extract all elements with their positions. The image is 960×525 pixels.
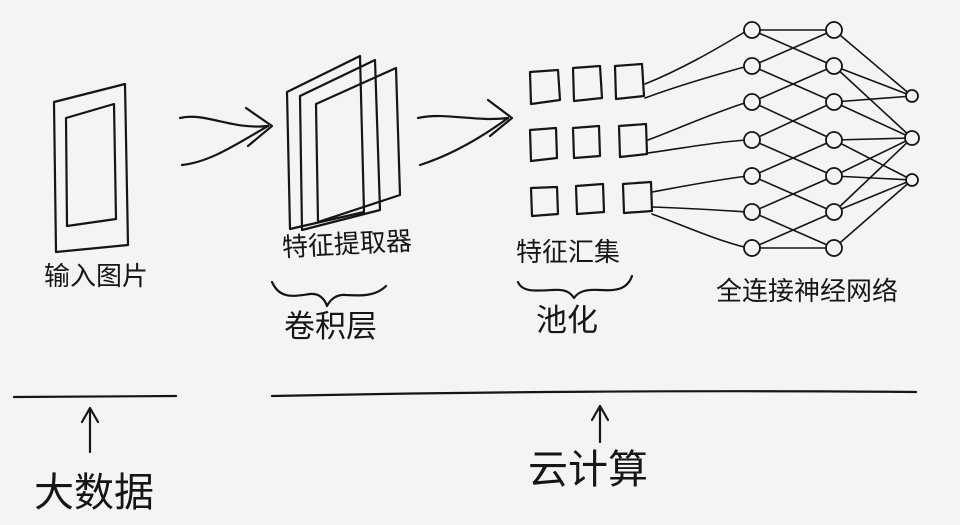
feature-pooling-label: 特征汇集: [516, 238, 621, 268]
conv-layer-brace: [270, 280, 388, 308]
big-data-baseline: [12, 394, 178, 399]
arrow-to-pooling: [416, 98, 514, 167]
pooling-brace: [516, 274, 634, 300]
fully-connected-label: 全连接神经网络: [716, 277, 899, 307]
input-image-frame: [52, 82, 130, 254]
fully-connected-network: [743, 21, 920, 257]
pooling-grid: [528, 62, 654, 218]
input-image-label: 输入图片: [44, 262, 149, 292]
pooling-label: 池化: [536, 303, 598, 339]
feature-extractor-label: 特征提取器: [281, 226, 413, 264]
cloud-computing-baseline: [270, 390, 918, 398]
big-data-label: 大数据: [34, 470, 154, 516]
cloud-up-arrow: [590, 404, 610, 444]
cloud-computing-label: 云计算: [528, 447, 648, 493]
feature-maps-stack: [285, 54, 402, 232]
conv-layer-label: 卷积层: [284, 309, 377, 345]
arrow-to-conv: [178, 106, 274, 167]
pooling-to-network-links: [644, 29, 749, 249]
big-data-up-arrow: [80, 406, 100, 454]
